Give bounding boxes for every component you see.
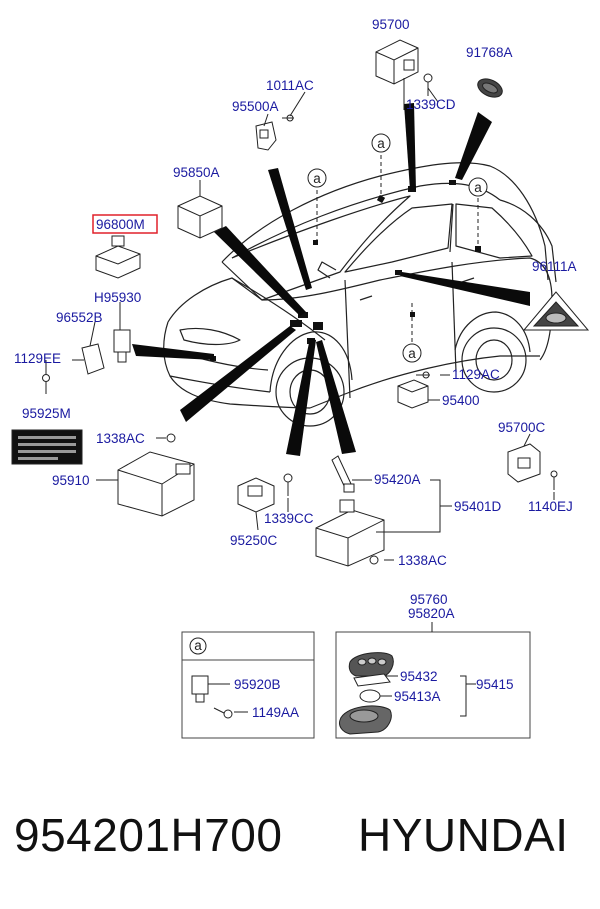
relay-H95930-icon	[113, 329, 131, 363]
label-95760: 95760	[410, 592, 448, 607]
callout-a-circle-4	[402, 343, 422, 363]
nut-1338AC-bottom-icon	[369, 555, 379, 565]
detail-box-smart-key: 95432 95413A 95415	[335, 622, 531, 739]
label-95432: 95432	[400, 669, 438, 684]
callout-a-label-1: a	[313, 171, 321, 186]
label-95820A: 95820A	[408, 606, 455, 621]
label-95850A: 95850A	[173, 165, 220, 180]
battery-95413A-icon	[359, 689, 381, 703]
bolt-1129EE-icon	[42, 374, 50, 394]
module-95400-icon	[397, 379, 429, 409]
label-95420A: 95420A	[374, 472, 421, 487]
label-1140EJ: 1140EJ	[528, 499, 573, 514]
nut-1338AC-left-icon	[166, 433, 176, 443]
label-1129EE: 1129EE	[14, 351, 61, 366]
label-96111A: 96111A	[532, 259, 577, 274]
bolt-1140EJ-icon	[550, 470, 558, 490]
detail-box-a-callout	[189, 637, 207, 655]
label-95925M: 95925M	[22, 406, 71, 421]
label-H95930: H95930	[94, 290, 141, 305]
label-95401D: 95401D	[454, 499, 502, 514]
label-95500A: 95500A	[232, 99, 279, 114]
pointer-wedges	[132, 103, 530, 456]
warning-triangle-96111A-icon	[522, 291, 590, 331]
label-95920B: 95920B	[234, 677, 281, 692]
label-96800M-highlight	[92, 214, 158, 234]
label-1338AC-left: 1338AC	[96, 431, 145, 446]
cover-95432-icon	[353, 673, 391, 687]
label-96800M: 96800M	[96, 217, 145, 232]
callout-a-label-2: a	[377, 136, 385, 151]
label-1338AC-bottom: 1338AC	[398, 553, 447, 568]
callout-a-circle-1	[307, 168, 327, 188]
label-1339CD: 1339CD	[406, 97, 456, 112]
module-95850A-icon	[177, 195, 223, 239]
label-95413A: 95413A	[394, 689, 441, 704]
module-95700C-icon	[507, 443, 541, 483]
module-95910-icon	[117, 451, 195, 517]
leader-95415	[460, 675, 467, 717]
footer-brand: HYUNDAI	[358, 809, 569, 861]
screw-1011AC-icon	[282, 114, 294, 122]
label-95925M-icon	[11, 429, 83, 465]
smart-key-fob-icon	[348, 652, 394, 677]
bolt-1339CD-icon	[423, 73, 433, 96]
label-1149AA: 1149AA	[252, 705, 299, 720]
detail-box-a-callout-label: a	[194, 638, 202, 653]
switch-95250C-icon	[237, 477, 275, 513]
label-91768A: 91768A	[466, 45, 513, 60]
antenna-95420A-icon	[331, 455, 355, 493]
callout-a-label-4: a	[408, 346, 416, 361]
grommet-91768A-icon	[477, 78, 503, 98]
bolt-1149AA-icon	[213, 707, 233, 719]
footer-part-number: 954201H700	[14, 809, 283, 861]
label-96552B: 96552B	[56, 310, 103, 325]
key-housing-icon	[339, 705, 392, 735]
callout-a-circle-3	[468, 177, 488, 197]
bolt-1339CC-icon	[283, 473, 293, 496]
callout-a-group: a a a a	[307, 133, 488, 363]
module-95700-icon	[375, 39, 419, 110]
bracket-96552B-icon	[81, 343, 105, 375]
part-labels: 95700 91768A 1011AC 1339CD 95500A 95850A…	[14, 17, 577, 621]
label-95250C: 95250C	[230, 533, 278, 548]
label-95700: 95700	[372, 17, 410, 32]
label-95700C: 95700C	[498, 420, 546, 435]
callout-a-circle-2	[371, 133, 391, 153]
label-1129AC: 1129AC	[452, 367, 500, 382]
label-1011AC: 1011AC	[266, 78, 314, 93]
label-leader-lines	[45, 87, 555, 561]
bolt-1129AC-icon	[416, 371, 430, 379]
sensor-96800M-icon	[95, 235, 141, 279]
callout-a-label-3: a	[474, 180, 482, 195]
label-1339CC: 1339CC	[264, 511, 314, 526]
relay-95920B-icon	[191, 675, 209, 703]
bracket-95500A-icon	[255, 121, 277, 151]
label-95415: 95415	[476, 677, 514, 692]
label-95400: 95400	[442, 393, 480, 408]
smart-key-unit-95401D-icon	[315, 499, 385, 567]
label-95910: 95910	[52, 473, 90, 488]
detail-box-a: a 95920B 1149AA	[181, 631, 315, 739]
